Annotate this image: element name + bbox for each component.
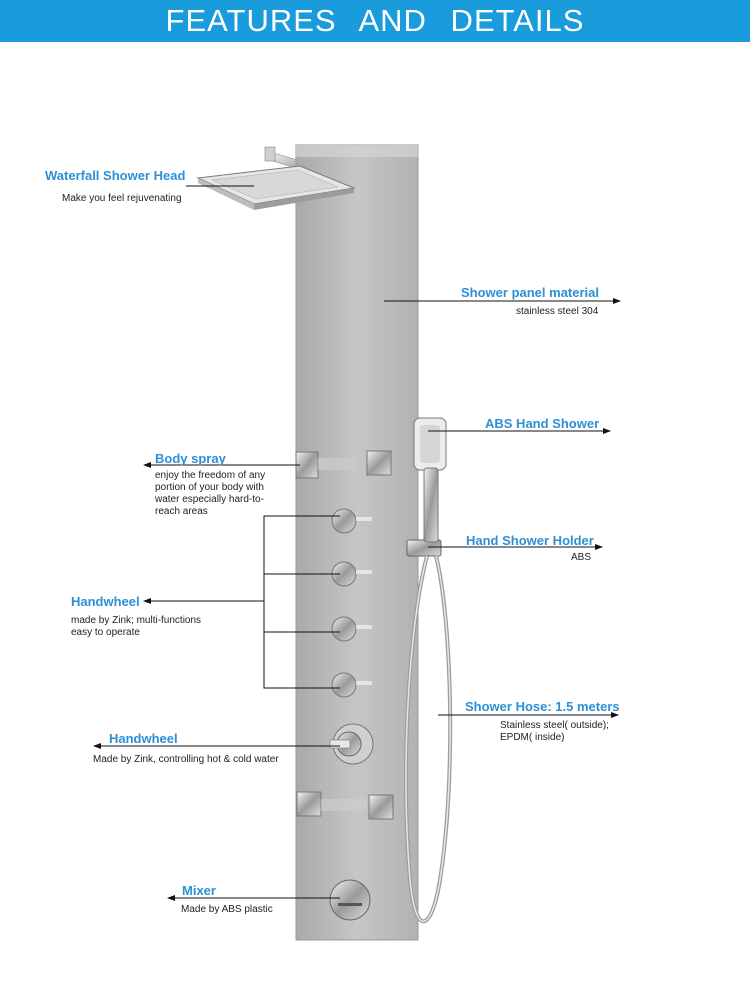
label-hand-shower: ABS Hand Shower — [485, 416, 600, 431]
desc-handwheel-temp: Made by Zink, controlling hot & cold wat… — [93, 754, 279, 765]
mixer-knob — [329, 879, 371, 921]
label-handwheel-temp: Handwheel — [109, 731, 178, 746]
page-banner: FEATURES AND DETAILS — [0, 0, 750, 42]
body-spray-lower — [296, 791, 394, 820]
shower-panel — [295, 144, 419, 941]
handwheel-knobs — [331, 508, 372, 698]
label-holder: Hand Shower Holder — [466, 533, 594, 548]
desc-mixer: Made by ABS plastic — [181, 904, 273, 915]
desc-handwheel-multi: made by Zink; multi-functions easy to op… — [71, 615, 202, 638]
abs-hand-shower — [413, 417, 447, 543]
desc-shower-head: Make you feel rejuvenating — [62, 193, 182, 204]
label-body-spray: Body spray — [155, 451, 226, 466]
desc-panel-material: stainless steel 304 — [516, 306, 599, 317]
label-shower-head: Waterfall Shower Head — [45, 168, 186, 183]
label-hose: Shower Hose: 1.5 meters — [465, 699, 620, 714]
desc-hose: Stainless steel( outside); EPDM( inside) — [500, 720, 609, 743]
handwheel-bracket — [263, 515, 340, 689]
label-panel-material: Shower panel material — [461, 285, 599, 300]
desc-body-spray: enjoy the freedom of any portion of your… — [155, 470, 266, 517]
label-handwheel-multi: Handwheel — [71, 594, 140, 609]
callout-lines — [93, 185, 621, 901]
body-spray-upper — [295, 450, 392, 479]
label-mixer: Mixer — [182, 883, 216, 898]
temperature-handwheel — [329, 723, 374, 765]
desc-holder: ABS — [571, 552, 592, 563]
